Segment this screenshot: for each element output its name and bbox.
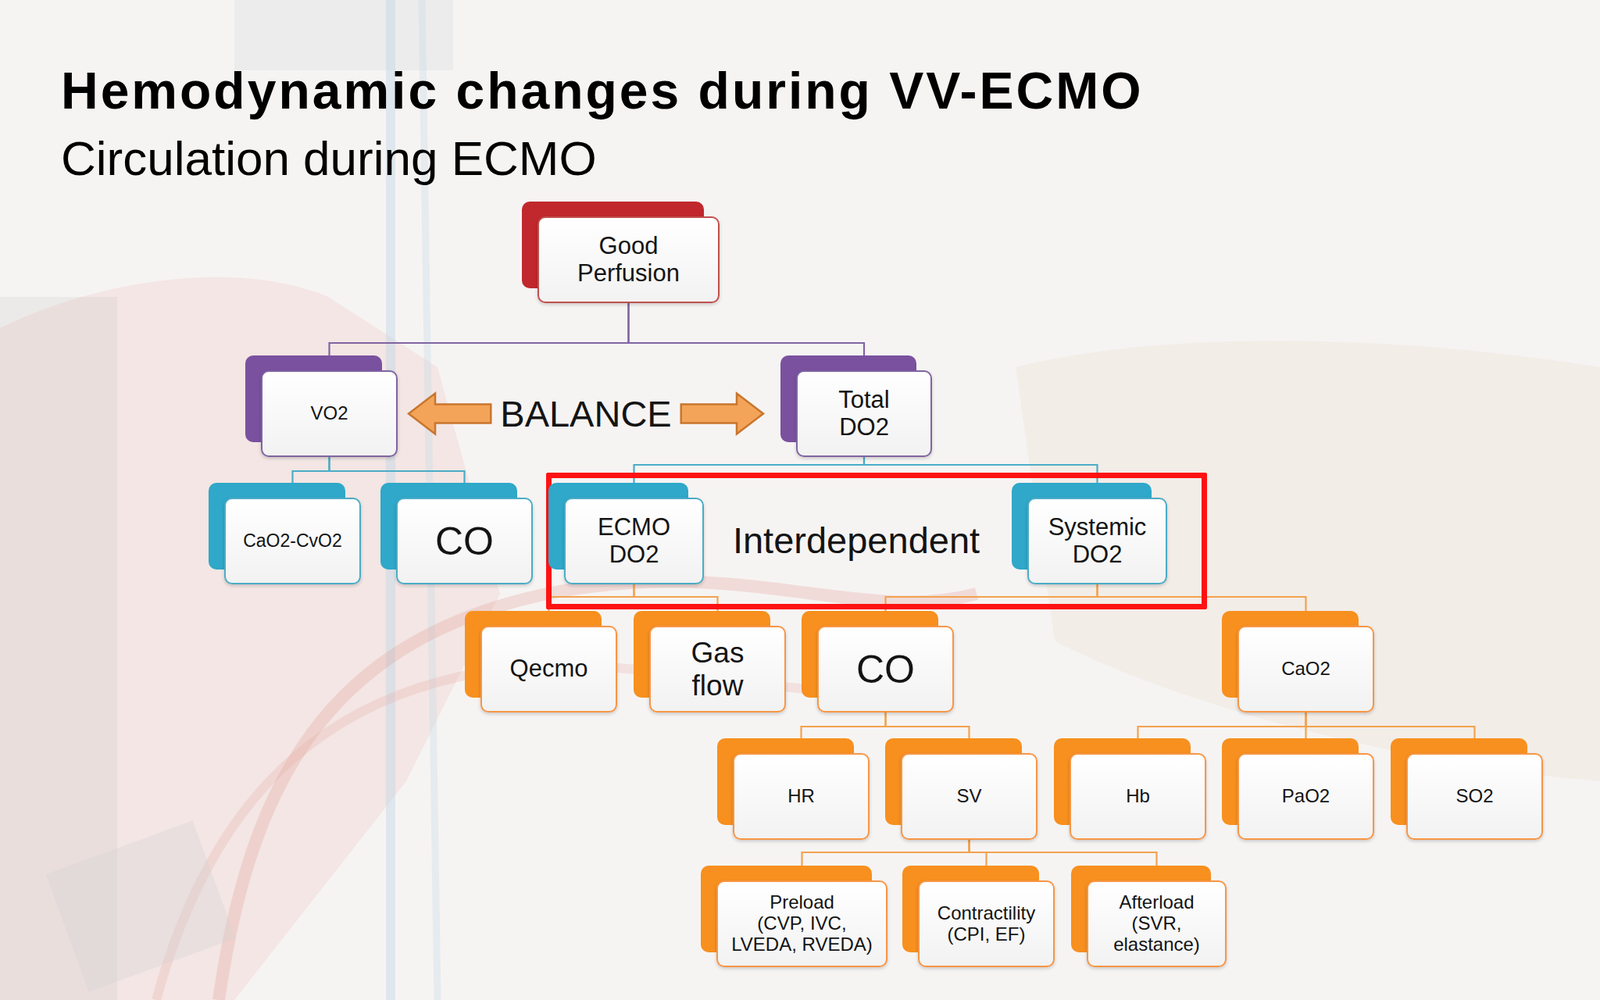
process-box: Total DO2	[796, 370, 933, 458]
box-label: PaO2	[1282, 785, 1330, 808]
process-box: Gas flow	[649, 625, 786, 713]
box-label: (CVP, IVC, LVEDA, RVEDA)	[728, 913, 875, 956]
box-label: Afterload	[1118, 892, 1194, 914]
box-label: (SVR, elastance)	[1099, 913, 1215, 956]
process-box: Contractility(CPI, EF)	[917, 880, 1055, 968]
box-label: SV	[956, 785, 982, 808]
box-label: Systemic DO2	[1039, 514, 1155, 568]
process-box: Qecmo	[480, 625, 618, 713]
box-face: Gas flow	[649, 625, 786, 713]
box-face: Hb	[1069, 753, 1207, 840]
box-face: PaO2	[1237, 753, 1375, 840]
process-box: Good Perfusion	[537, 216, 720, 304]
process-box: CO	[396, 497, 533, 585]
process-box: ECMO DO2	[564, 497, 704, 585]
box-face: Contractility(CPI, EF)	[917, 880, 1055, 968]
box-label: SO2	[1455, 785, 1493, 808]
box-label: Good Perfusion	[550, 232, 708, 287]
arrow-shape	[408, 393, 491, 435]
process-box: Preload(CVP, IVC, LVEDA, RVEDA)	[716, 880, 888, 968]
box-label: Hb	[1125, 785, 1150, 808]
box-label: CO	[435, 519, 494, 564]
box-face: CaO2-CvO2	[224, 497, 361, 585]
box-face: CaO2	[1237, 625, 1375, 713]
box-face: VO2	[260, 370, 398, 458]
box-label: CaO2	[1281, 658, 1331, 680]
blood-tube	[156, 665, 899, 1000]
box-face: CO	[817, 625, 954, 713]
box-face: ECMO DO2	[564, 497, 704, 585]
frame-label: Interdependent	[732, 520, 980, 562]
process-box: VO2	[260, 370, 398, 458]
process-box: SO2	[1406, 753, 1543, 840]
box-face: Systemic DO2	[1027, 497, 1168, 585]
box-label: VO2	[310, 403, 348, 425]
process-box: CaO2-CvO2	[224, 497, 361, 585]
patient-bed	[1015, 340, 1600, 782]
frame-text-area: Interdependent	[700, 497, 1012, 585]
process-box: Systemic DO2	[1027, 497, 1168, 585]
device	[46, 821, 236, 993]
box-label: Qecmo	[510, 655, 589, 683]
blood-tube	[218, 581, 977, 1000]
box-face: SV	[900, 753, 1038, 840]
process-box: PaO2	[1237, 753, 1375, 840]
process-box: HR	[732, 753, 870, 840]
slide-title: Hemodynamic changes during VV-ECMO	[60, 62, 1144, 121]
process-box: CaO2	[1237, 625, 1375, 713]
box-face: HR	[732, 753, 870, 840]
box-label: CO	[856, 647, 915, 692]
box-label: Contractility	[937, 903, 1036, 925]
box-label: ECMO DO2	[576, 514, 692, 568]
edge-label: BALANCE	[496, 393, 675, 435]
process-box: Afterload(SVR, elastance)	[1086, 880, 1227, 968]
box-label: Preload	[769, 892, 835, 914]
slide-subtitle: Circulation during ECMO	[60, 131, 597, 186]
box-face: Qecmo	[480, 625, 618, 713]
box-face: Preload(CVP, IVC, LVEDA, RVEDA)	[716, 880, 888, 968]
arrow-shape	[681, 393, 764, 435]
box-face: SO2	[1406, 753, 1543, 840]
group-frame: Interdependent ECMO DO2 Systemic DO2	[546, 472, 1208, 610]
box-face: Afterload(SVR, elastance)	[1086, 880, 1227, 968]
process-box: SV	[900, 753, 1038, 840]
box-label: Gas flow	[675, 636, 761, 702]
box-face: Total DO2	[796, 370, 933, 458]
box-face: CO	[396, 497, 533, 585]
process-box: CO	[817, 625, 954, 713]
box-label: CaO2-CvO2	[242, 531, 343, 552]
box-face: Good Perfusion	[537, 216, 720, 304]
box-label: Total DO2	[817, 386, 911, 441]
process-box: Hb	[1069, 753, 1207, 840]
box-label: (CPI, EF)	[947, 924, 1026, 946]
box-label: HR	[787, 785, 815, 808]
balance-arrow	[408, 393, 764, 435]
